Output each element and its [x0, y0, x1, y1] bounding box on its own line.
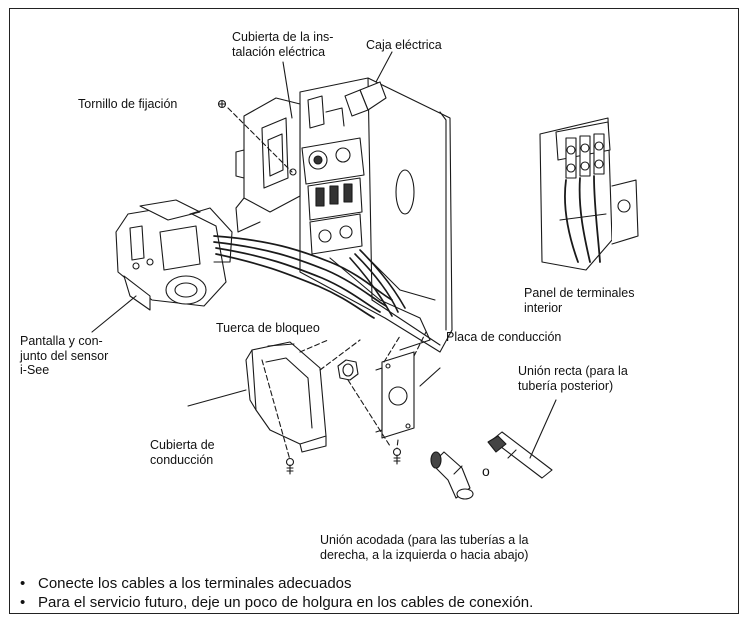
- screw-guide-line: [228, 108, 292, 172]
- display-sensor-part: [116, 200, 232, 310]
- electric-box-part: [300, 78, 452, 352]
- sensor-cable-harness: [214, 236, 392, 318]
- screw-bottom-left: [287, 459, 294, 475]
- conduit-plate-leader: [420, 368, 440, 386]
- note-item: • Para el servicio futuro, deje un poco d…: [20, 594, 533, 612]
- note-text: Conecte los cables a los terminales adec…: [38, 575, 352, 592]
- diagram-frame: [9, 8, 739, 614]
- label-union-recta: Unión recta (para la tubería posterior): [518, 364, 628, 393]
- elbow-union-part: [431, 452, 473, 499]
- label-tornillo-fijacion: Tornillo de fijación: [78, 97, 178, 111]
- note-bullet: •: [20, 594, 26, 611]
- fixing-screw-part: [219, 101, 226, 108]
- conduit-plate-part: [376, 352, 414, 438]
- label-cubierta-conduccion: Cubierta de conducción: [150, 438, 215, 467]
- conduit-cover-leader: [188, 390, 246, 406]
- note-item: • Conecte los cables a los terminales ade…: [20, 575, 352, 593]
- lock-nut-part: [338, 360, 358, 380]
- label-leader-lines: [92, 52, 392, 346]
- screw-bottom-center: [394, 449, 401, 465]
- wiring-cover-part: [236, 98, 300, 232]
- straight-union-part: [488, 432, 552, 478]
- label-union-acodada: Unión acodada (para las tuberías a la de…: [320, 533, 529, 562]
- straight-union-leader: [530, 400, 556, 458]
- note-bullet: •: [20, 575, 26, 592]
- label-placa-conduccion: Placa de conducción: [446, 330, 562, 344]
- label-tuerca-bloqueo: Tuerca de bloqueo: [216, 321, 320, 335]
- label-cubierta-instalacion: Cubierta de la ins- talación eléctrica: [232, 30, 334, 59]
- label-caja-electrica: Caja eléctrica: [366, 38, 442, 52]
- indoor-terminal-panel-part: [540, 118, 638, 270]
- assembly-guide-lines: [262, 332, 426, 460]
- note-text: Para el servicio futuro, deje un poco de…: [38, 594, 534, 611]
- conduit-cover-part: [246, 342, 326, 452]
- label-or-marker: o: [482, 463, 490, 479]
- label-pantalla-sensor: Pantalla y con- junto del sensor i-See: [20, 334, 109, 377]
- label-panel-terminales: Panel de terminales interior: [524, 286, 635, 315]
